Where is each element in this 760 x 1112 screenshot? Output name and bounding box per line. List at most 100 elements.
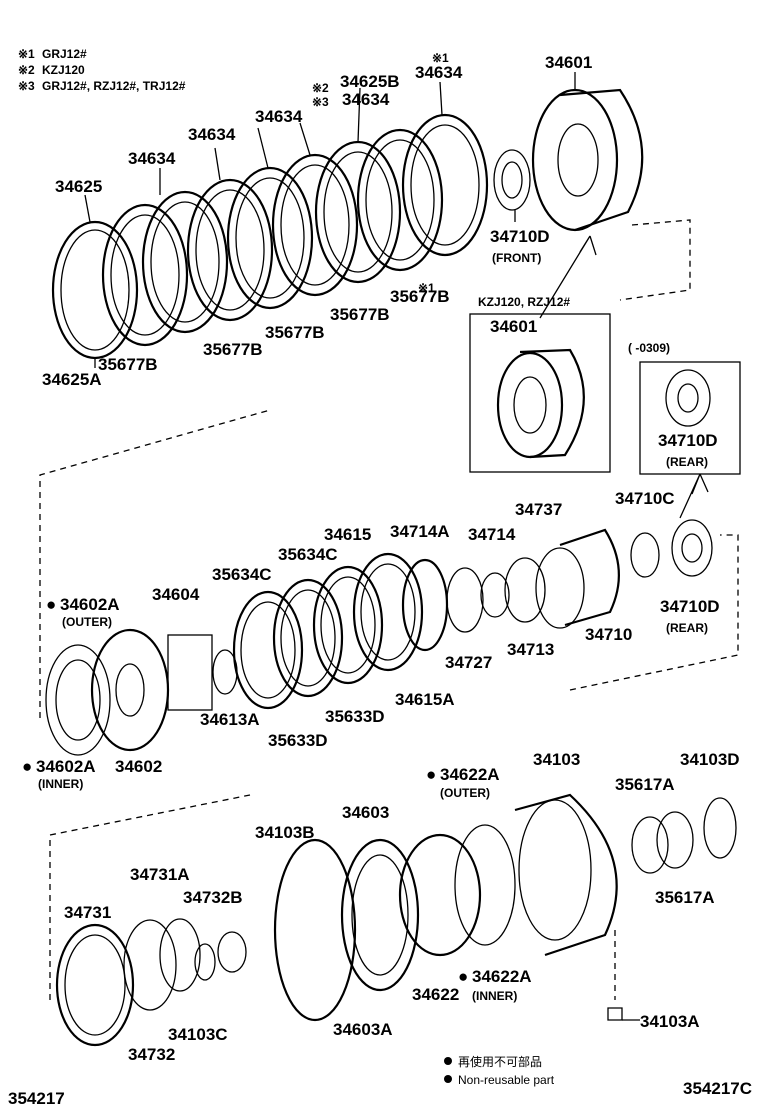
race-34103C	[194, 943, 216, 981]
planetary-34737	[535, 547, 585, 629]
rear-arrow	[679, 473, 709, 519]
label-35677B-e: 35677B	[390, 287, 450, 306]
footer-left-code: 354217	[8, 1089, 65, 1108]
label-34634-b: 34634	[188, 125, 236, 144]
label-34731A: 34731A	[130, 865, 190, 884]
disc-plate-m1	[232, 590, 304, 710]
note-2-text: KZJ120	[42, 63, 85, 77]
label-34103C: 34103C	[168, 1025, 228, 1044]
label-mark-1: ※1	[432, 51, 449, 65]
label-34710D-rear-inset: 34710D	[658, 431, 718, 450]
label-35677B-d: 35677B	[330, 305, 390, 324]
label-34103B: 34103B	[255, 823, 315, 842]
label-34622A-outer-num: 34622A	[440, 765, 500, 784]
bearing-34732B	[217, 931, 247, 973]
piston-34602	[90, 628, 170, 752]
label-34602A-outer-num: 34602A	[60, 595, 120, 614]
label-inner-b: (INNER)	[472, 989, 517, 1003]
label-rear-inset: (REAR)	[666, 455, 708, 469]
band-34103B	[273, 838, 357, 1022]
disc-plate-m3	[312, 565, 384, 685]
label-outer-a: (OUTER)	[62, 615, 112, 629]
label-34622A-outer: ●	[426, 765, 436, 784]
piston-34622	[398, 833, 482, 957]
upper-clutch-pack	[51, 113, 531, 360]
label-34710D-front: 34710D	[490, 227, 550, 246]
disc-plate-1	[101, 203, 189, 347]
label-front: (FRONT)	[492, 251, 541, 265]
disc-plate-2	[141, 190, 229, 334]
leader-lines-top	[84, 72, 576, 368]
label-34615A: 34615A	[395, 690, 455, 709]
disc-plate-4	[226, 166, 314, 310]
legend-dot-en	[444, 1075, 452, 1083]
label-34613A: 34613A	[200, 710, 260, 729]
gear-34710	[559, 528, 620, 627]
washer-34713	[504, 557, 546, 623]
label-34625A: 34625A	[42, 370, 102, 389]
label-34713: 34713	[507, 640, 554, 659]
label-34622A-inner: ●	[458, 967, 468, 986]
note-1-mark: ※1	[18, 47, 35, 61]
label-mark-1-b: ※1	[418, 281, 435, 295]
carrier-34731A	[123, 919, 177, 1011]
legend-en: Non-reusable part	[458, 1073, 555, 1087]
label-34732: 34732	[128, 1045, 175, 1064]
label-34625: 34625	[55, 177, 102, 196]
disc-plate-m4	[352, 552, 424, 672]
disc-plate-m2	[272, 578, 344, 698]
washer-34103D	[703, 797, 737, 859]
label-34727: 34727	[445, 653, 492, 672]
note-1-text: GRJ12#	[42, 47, 87, 61]
label-35677B-b: 35677B	[203, 340, 263, 359]
sun-gear-34714	[480, 572, 510, 618]
label-34602: 34602	[115, 757, 162, 776]
part-labels: 34625 34625A 34634 34634 34634 34634 346…	[22, 51, 740, 1064]
seal-35617A-b	[656, 811, 694, 869]
disc-plate-5	[271, 153, 359, 297]
legend-dot-jp	[444, 1057, 452, 1065]
label-35617A-a: 35617A	[615, 775, 675, 794]
footer-right-code: 354217C	[683, 1079, 752, 1098]
label-34634-c: 34634	[255, 107, 303, 126]
note-3-mark: ※3	[18, 79, 35, 93]
label-34714: 34714	[468, 525, 516, 544]
label-kzj-note: KZJ120, RZJ12#	[478, 295, 570, 309]
label-34103A: 34103A	[640, 1012, 700, 1031]
oring-34602A	[45, 644, 111, 756]
label-rear: (REAR)	[666, 621, 708, 635]
disc-plate-7	[356, 128, 444, 272]
label-34625B: 34625B	[340, 72, 400, 91]
middle-dashed-guide	[39, 409, 271, 718]
disc-plate-3	[186, 178, 274, 322]
variant-inset-kzj120	[469, 313, 611, 473]
label-34710: 34710	[585, 625, 632, 644]
label-34710C: 34710C	[615, 489, 675, 508]
label-34602A-inner-num: 34602A	[36, 757, 96, 776]
middle-assembly	[45, 519, 713, 756]
thrust-washer-front	[493, 149, 531, 211]
housing-34103	[514, 793, 618, 957]
label-34601-top: 34601	[545, 53, 592, 72]
label-35634C-a: 35634C	[278, 545, 338, 564]
label-34732B: 34732B	[183, 888, 243, 907]
hub-34603	[340, 838, 420, 992]
label-34737: 34737	[515, 500, 562, 519]
model-notes: ※1 GRJ12# ※2 KZJ120 ※3 GRJ12#, RZJ12#, T…	[18, 47, 186, 93]
label-35634C-b: 35634C	[212, 565, 272, 584]
label-34731: 34731	[64, 903, 111, 922]
note-2-mark: ※2	[18, 63, 35, 77]
spring-34604	[167, 634, 213, 711]
variant-arrow	[539, 235, 597, 319]
label-34615: 34615	[324, 525, 371, 544]
label-35677B-c: 35677B	[265, 323, 325, 342]
legend-jp: 再使用不可部品	[458, 1054, 542, 1069]
label-35633D-b: 35633D	[268, 731, 328, 750]
variant-inset-rear-washer	[639, 361, 741, 475]
label-34103D: 34103D	[680, 750, 740, 769]
disc-plate-8	[401, 113, 489, 257]
drum-dashed-guide	[619, 219, 691, 301]
label-34634-a: 34634	[128, 149, 176, 168]
label-34603: 34603	[342, 803, 389, 822]
